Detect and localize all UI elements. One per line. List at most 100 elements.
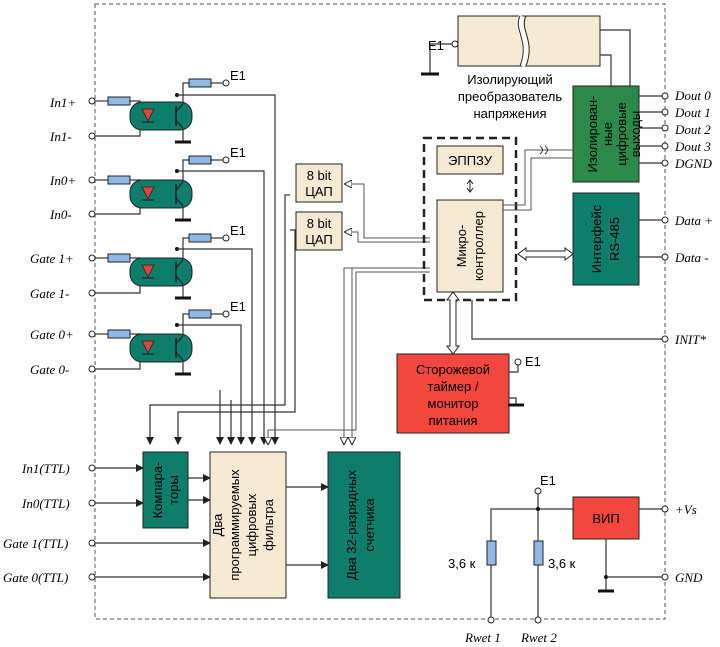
- pin-in1-plus: In1+: [49, 95, 76, 110]
- e1-label: E1: [230, 145, 246, 160]
- iso-out-block: Изолирован- ные цифровые выходы: [572, 85, 643, 183]
- iso-out-label-2: ные: [600, 122, 615, 146]
- pin-gate1-plus: Gate 1+: [30, 251, 74, 266]
- pin-terminal[interactable]: [661, 335, 669, 343]
- resistor: [188, 309, 212, 319]
- pin-terminal[interactable]: [88, 254, 96, 262]
- rs485-label-1: Интерфейс: [589, 204, 604, 273]
- pin-rwet2: Rwet 2: [520, 630, 557, 645]
- pin-dout2: Dout 2: [674, 122, 711, 137]
- pin-gate1-minus: Gate 1-: [30, 286, 69, 301]
- pin-terminal[interactable]: [661, 505, 669, 513]
- pin-terminal[interactable]: [661, 92, 669, 100]
- resistor: [533, 540, 544, 566]
- pin-terminal[interactable]: [661, 253, 669, 261]
- pin-terminal[interactable]: [88, 97, 96, 105]
- psu-label: ВИП: [592, 511, 619, 526]
- resistor: [107, 253, 131, 263]
- e1-terminal[interactable]: [451, 40, 459, 48]
- pin-in0-minus: In0-: [49, 207, 72, 222]
- led-icon: [141, 108, 155, 122]
- pin-gnd: GND: [675, 570, 703, 585]
- resistor: [486, 540, 497, 566]
- pin-terminal[interactable]: [534, 616, 542, 624]
- counters-label-2: счетчика: [362, 498, 377, 552]
- pin-dout1: Dout 1: [674, 105, 711, 120]
- converter-block: Изолирующий преобразователь напряжения: [457, 14, 601, 121]
- led-icon: [141, 340, 155, 354]
- e1-terminal[interactable]: [222, 234, 230, 242]
- watchdog-label-3: монитор: [428, 396, 479, 411]
- rs485-block: Интерфейс RS-485: [572, 192, 640, 286]
- watchdog-label-1: Сторожевой: [416, 362, 490, 377]
- e1-terminal[interactable]: [534, 487, 542, 495]
- filters-label-4: фильтра: [261, 498, 276, 550]
- output-pins: Dout 0 Dout 1 Dout 2 Dout 3 DGND Data + …: [661, 88, 713, 585]
- mcu-group: [422, 136, 518, 302]
- pin-terminal[interactable]: [661, 159, 669, 167]
- e1-terminal[interactable]: [514, 358, 522, 366]
- pin-terminal[interactable]: [661, 124, 669, 132]
- pin-terminal[interactable]: [487, 616, 495, 624]
- resistor: [107, 329, 131, 339]
- dac-label-2: ЦАП: [305, 184, 333, 199]
- pin-in0-plus: In0+: [49, 173, 76, 188]
- pin-gate0-plus: Gate 0+: [30, 327, 74, 342]
- pin-gate1-ttl: Gate 1(TTL): [3, 536, 68, 551]
- pin-terminal[interactable]: [88, 176, 96, 184]
- pin-terminal[interactable]: [88, 132, 96, 140]
- optocoupler: [129, 179, 193, 209]
- pin-terminal[interactable]: [661, 573, 669, 581]
- pin-terminal[interactable]: [88, 289, 96, 297]
- opto-channel-in1: E1: [92, 68, 276, 436]
- counters-block: Два 32-разрядных счетчика: [327, 451, 401, 599]
- pin-terminal[interactable]: [88, 210, 96, 218]
- pin-terminal[interactable]: [88, 499, 96, 507]
- comparators-block: Компара- торы: [142, 451, 189, 529]
- resistor: [107, 96, 131, 106]
- pin-dout0: Dout 0: [674, 88, 711, 103]
- pin-terminal[interactable]: [661, 108, 669, 116]
- iso-out-label-3: цифровые: [614, 102, 629, 165]
- pin-dgnd: DGND: [674, 156, 712, 171]
- dac-label-1: 8 bit: [307, 216, 332, 231]
- dac-label-2: ЦАП: [305, 232, 333, 247]
- resistor-2-value: 3,6 к: [548, 556, 576, 571]
- pin-terminal[interactable]: [88, 539, 96, 547]
- e1-label: E1: [540, 473, 556, 488]
- pin-terminal[interactable]: [661, 142, 669, 150]
- e1-label: E1: [230, 68, 246, 83]
- filters-label-3: цифровых: [244, 493, 259, 556]
- resistor: [188, 78, 212, 88]
- pin-data-minus: Data -: [674, 250, 709, 265]
- iso-out-label-1: Изолирован-: [585, 96, 600, 173]
- pin-terminal[interactable]: [88, 573, 96, 581]
- converter-label-2: преобразователь: [458, 89, 562, 104]
- converter-label-3: напряжения: [474, 106, 547, 121]
- optocoupler: [129, 257, 193, 287]
- dac-label-1: 8 bit: [307, 168, 332, 183]
- watchdog-label-4: питания: [429, 413, 478, 428]
- dac-block-1: 8 bit ЦАП: [295, 163, 343, 203]
- pin-terminal[interactable]: [661, 216, 669, 224]
- counters-label-1: Два 32-разрядных: [344, 469, 359, 580]
- pin-terminal[interactable]: [88, 365, 96, 373]
- converter-label-1: Изолирующий: [467, 72, 553, 87]
- pin-terminal[interactable]: [88, 464, 96, 472]
- rs485-label-2: RS-485: [607, 217, 622, 261]
- watchdog-block: Сторожевой таймер / монитор питания: [396, 353, 510, 434]
- resistor-1-value: 3,6 к: [448, 556, 476, 571]
- pin-terminal[interactable]: [88, 330, 96, 338]
- e1-terminal[interactable]: [222, 156, 230, 164]
- e1-label: E1: [230, 223, 246, 238]
- comparators-label-2: торы: [166, 475, 181, 505]
- psu-block: ВИП: [572, 496, 640, 540]
- eeprom-label: ЭППЗУ: [448, 153, 493, 168]
- pin-dout3: Dout 3: [674, 139, 711, 154]
- opto-channel-in0: E1: [92, 145, 265, 436]
- e1-terminal[interactable]: [222, 310, 230, 318]
- dac-block-2: 8 bit ЦАП: [295, 211, 343, 251]
- mcu-block: Микро- контроллер: [436, 199, 504, 293]
- e1-terminal[interactable]: [222, 79, 230, 87]
